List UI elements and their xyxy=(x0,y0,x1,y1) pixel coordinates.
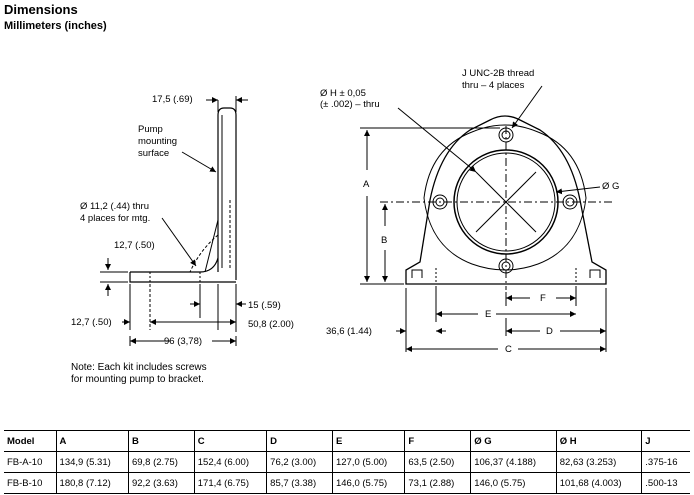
kit-note-line-1: Note: Each kit includes screws xyxy=(71,362,207,373)
col-header-h: Ø H xyxy=(555,430,642,452)
pump-surface-label-2: mounting xyxy=(138,136,178,147)
table-cell: 180,8 (7.12) xyxy=(55,472,129,494)
table-row: FB-B-10 180,8 (7.12) 92,2 (3.63) 171,4 (… xyxy=(4,472,690,494)
table-cell: .500-13 xyxy=(641,472,690,494)
table-cell: 106,37 (4.188) xyxy=(470,451,557,473)
table-cell: 76,2 (3.00) xyxy=(266,451,333,473)
col-header-c: C xyxy=(193,430,267,452)
table-cell: 82,63 (3.253) xyxy=(555,451,642,473)
dim-12-7-label: 12,7 (.50) xyxy=(71,317,112,328)
table-cell: 146,0 (5.75) xyxy=(470,472,557,494)
page-title: Dimensions xyxy=(4,2,78,17)
table-cell: 63,5 (2.50) xyxy=(404,451,471,473)
table-cell: .375-16 xyxy=(641,451,690,473)
dim-50-8-label: 50,8 (2.00) xyxy=(248,319,294,330)
dim-36-6-label: 36,6 (1.44) xyxy=(326,326,372,337)
dim-top-label: 17,5 (.69) xyxy=(152,94,193,105)
side-view xyxy=(100,96,248,346)
col-header-e: E xyxy=(331,430,405,452)
dim-96-label: 96 (3,78) xyxy=(164,336,203,347)
table-cell: 146,0 (5.75) xyxy=(331,472,405,494)
table-cell: 152,4 (6.00) xyxy=(193,451,267,473)
units-subtitle: Millimeters (inches) xyxy=(4,20,107,32)
table-cell: FB-A-10 xyxy=(4,451,57,473)
table-cell: 85,7 (3.38) xyxy=(266,472,333,494)
hole-label-2: 4 places for mtg. xyxy=(80,213,151,224)
table-cell: 134,9 (5.31) xyxy=(55,451,129,473)
col-header-j: J xyxy=(641,430,690,452)
table-cell: FB-B-10 xyxy=(4,472,57,494)
table-cell: 127,0 (5.00) xyxy=(331,451,405,473)
bore-label-2: (± .002) – thru xyxy=(320,99,380,110)
dim-a-label: A xyxy=(363,179,370,190)
col-header-model: Model xyxy=(4,430,57,452)
dimension-table: Model A B C D E F Ø G Ø H J FB-A-10 134,… xyxy=(4,430,690,494)
table-cell: 69,8 (2.75) xyxy=(127,451,195,473)
pump-surface-label-3: surface xyxy=(138,148,170,159)
col-header-a: A xyxy=(55,430,129,452)
dim-c-label: C xyxy=(505,344,512,355)
front-view xyxy=(360,85,612,352)
bracket-drawing xyxy=(100,85,612,352)
thread-label-1: J UNC-2B thread xyxy=(462,68,535,79)
bore-label-1: Ø H ± 0,05 xyxy=(320,88,366,99)
dim-15-label: 15 (.59) xyxy=(248,300,281,311)
col-header-b: B xyxy=(127,430,195,452)
table-cell: 101,68 (4.003) xyxy=(555,472,642,494)
table-row: FB-A-10 134,9 (5.31) 69,8 (2.75) 152,4 (… xyxy=(4,451,690,473)
thread-label-2: thru – 4 places xyxy=(462,80,525,91)
kit-note: Note: Each kit includes screws for mount… xyxy=(71,362,207,386)
table-cell: 92,2 (3.63) xyxy=(127,472,195,494)
dim-d-label: D xyxy=(546,326,553,337)
dia-g-label: Ø G xyxy=(602,181,620,192)
col-header-g: Ø G xyxy=(470,430,557,452)
table-cell: 171,4 (6.75) xyxy=(193,472,267,494)
dim-foot-height-label: 12,7 (.50) xyxy=(114,240,155,251)
dim-f-label: F xyxy=(540,293,546,304)
pump-surface-label-1: Pump xyxy=(138,124,163,135)
col-header-f: F xyxy=(404,430,471,452)
dim-b-label: B xyxy=(381,235,388,246)
hole-label-1: Ø 11,2 (.44) thru xyxy=(80,201,149,212)
col-header-d: D xyxy=(266,430,333,452)
dim-e-label: E xyxy=(485,309,492,320)
table-header-row: Model A B C D E F Ø G Ø H J xyxy=(4,430,690,452)
kit-note-line-2: for mounting pump to bracket. xyxy=(71,374,204,385)
table-cell: 73,1 (2.88) xyxy=(404,472,471,494)
